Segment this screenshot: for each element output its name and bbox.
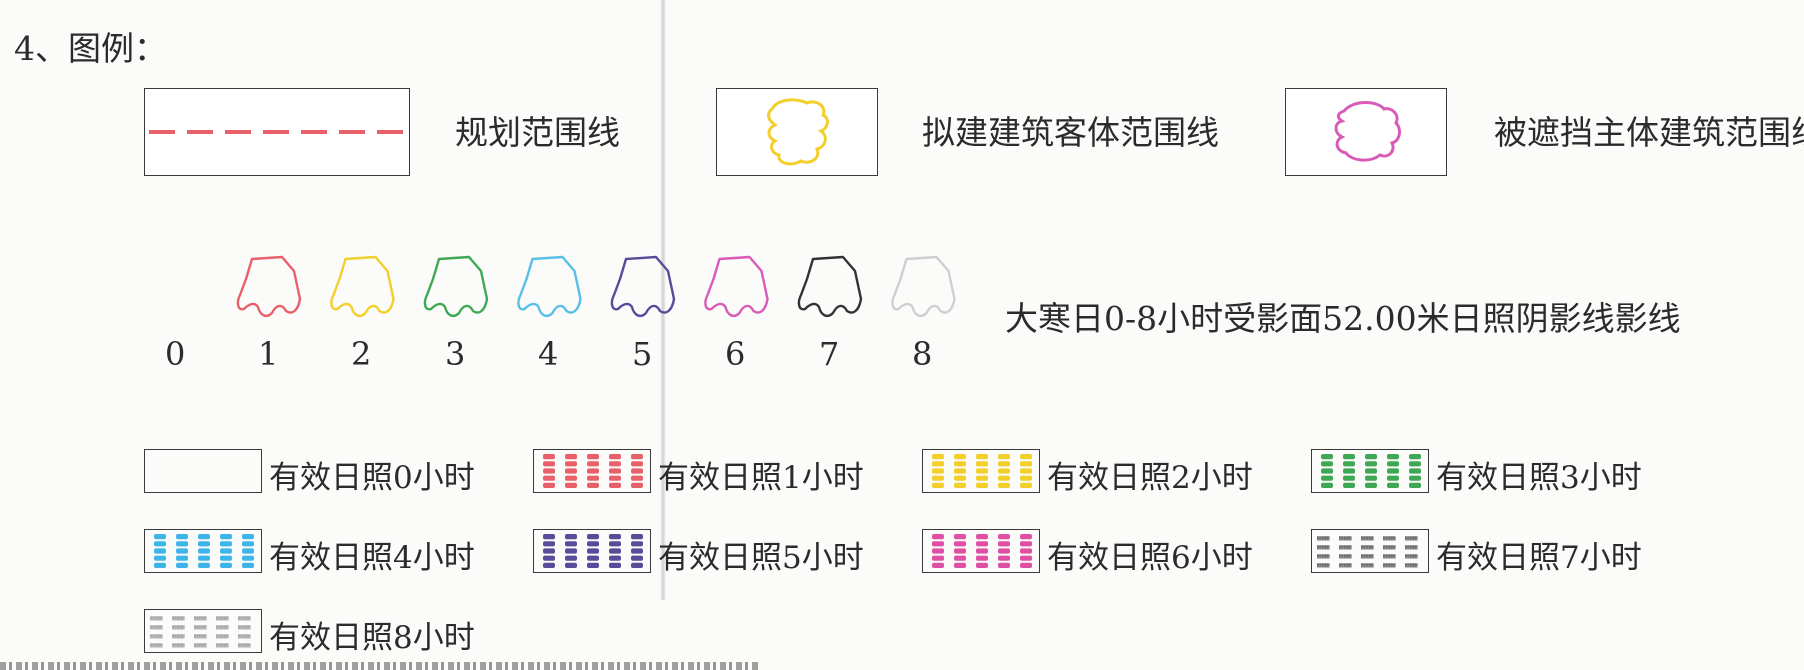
sunlight-label-8: 有效日照8小时 [269,620,475,656]
svg-text:▦▦▦: ▦▦▦ [1361,552,1374,560]
svg-text:▦▦▦: ▦▦▦ [216,623,229,631]
shadow-outline-hour-1-icon [236,255,302,318]
sunlight-pattern-8-icon: ▦▦▦▦▦▦▦▦▦▦▦▦▦▦▦▦▦▦▦▦▦▦▦▦▦▦▦▦▦▦▦▦▦▦▦▦▦▦▦▦… [150,614,251,649]
svg-text:▦▦▦: ▦▦▦ [1339,534,1352,542]
sunlight-label-1: 有效日照1小时 [658,460,864,496]
planning-boundary-label: 规划范围线 [455,113,620,152]
shadow-outline-hour-5-icon [610,255,676,318]
hour-number-2: 2 [351,335,372,373]
sunlight-label-7: 有效日照7小时 [1436,540,1642,576]
proposed-building-label: 拟建建筑客体范围线 [922,113,1219,152]
sunlight-label-6: 有效日照6小时 [1047,540,1253,576]
sunlight-pattern-1-icon [543,454,643,488]
svg-text:▦▦▦: ▦▦▦ [1361,534,1374,542]
svg-text:▦▦▦: ▦▦▦ [172,632,185,640]
sunlight-swatch-6 [922,529,1040,573]
hour-number-5: 5 [632,335,653,373]
sunlight-label-5: 有效日照5小时 [658,540,864,576]
svg-text:▦▦▦: ▦▦▦ [1405,534,1418,542]
scan-artifact [0,662,760,670]
svg-text:▦▦▦: ▦▦▦ [1361,543,1374,551]
hour-number-8: 8 [912,335,933,373]
hour-number-3: 3 [445,335,466,373]
sunlight-pattern-4-icon [154,534,254,568]
svg-text:▦▦▦: ▦▦▦ [194,632,207,640]
sunlight-swatch-4 [144,529,262,573]
svg-text:▦▦▦: ▦▦▦ [1383,552,1396,560]
sunlight-pattern-2-icon [932,454,1032,488]
page-fold-line [660,0,666,600]
svg-text:▦▦▦: ▦▦▦ [150,632,163,640]
hour-number-0: 0 [165,335,186,373]
svg-text:▦▦▦: ▦▦▦ [1339,552,1352,560]
hour-number-7: 7 [819,335,840,373]
svg-text:▦▦▦: ▦▦▦ [150,623,163,631]
svg-text:▦▦▦: ▦▦▦ [216,641,229,649]
shadow-outline-hour-7-icon [797,255,863,318]
sunlight-pattern-7-icon: ▦▦▦▦▦▦▦▦▦▦▦▦▦▦▦▦▦▦▦▦▦▦▦▦▦▦▦▦▦▦▦▦▦▦▦▦▦▦▦▦… [1317,534,1418,569]
sunlight-label-3: 有效日照3小时 [1436,460,1642,496]
svg-text:▦▦▦: ▦▦▦ [1339,543,1352,551]
shadow-legend-label: 大寒日0-8小时受影面52.00米日照阴影线影线 [1005,299,1681,338]
svg-text:▦▦▦: ▦▦▦ [172,641,185,649]
svg-text:▦▦▦: ▦▦▦ [1383,561,1396,569]
hour-number-4: 4 [538,335,559,373]
shaded-building-swatch [1285,88,1447,176]
svg-text:▦▦▦: ▦▦▦ [150,641,163,649]
sunlight-pattern-0-icon [145,450,261,492]
legend-heading: 4、图例： [14,29,167,68]
dashed-line-icon [149,130,407,134]
svg-text:▦▦▦: ▦▦▦ [194,614,207,622]
shadow-outline-hour-3-icon [423,255,489,318]
magenta-building-outline-icon [1334,101,1401,162]
yellow-building-outline-icon [767,98,829,166]
sunlight-pattern-6-icon [932,534,1032,568]
hour-number-6: 6 [725,335,746,373]
proposed-building-swatch [716,88,878,176]
svg-text:▦▦▦: ▦▦▦ [1317,534,1330,542]
sunlight-swatch-8: ▦▦▦▦▦▦▦▦▦▦▦▦▦▦▦▦▦▦▦▦▦▦▦▦▦▦▦▦▦▦▦▦▦▦▦▦▦▦▦▦… [144,609,262,653]
svg-text:▦▦▦: ▦▦▦ [216,632,229,640]
svg-text:▦▦▦: ▦▦▦ [172,614,185,622]
sunlight-swatch-5 [533,529,651,573]
shadow-outline-hour-4-icon [517,255,582,318]
svg-text:▦▦▦: ▦▦▦ [1405,552,1418,560]
svg-text:▦▦▦: ▦▦▦ [194,641,207,649]
svg-text:▦▦▦: ▦▦▦ [238,623,251,631]
svg-text:▦▦▦: ▦▦▦ [1405,561,1418,569]
svg-text:▦▦▦: ▦▦▦ [194,623,207,631]
sunlight-swatch-3 [1311,449,1429,493]
sunlight-pattern-5-icon [543,534,643,568]
svg-text:▦▦▦: ▦▦▦ [150,614,163,622]
shadow-outline-hour-2-icon [330,255,395,318]
sunlight-swatch-2 [922,449,1040,493]
sunlight-swatch-0 [144,449,262,493]
planning-boundary-swatch [144,88,410,176]
sunlight-swatch-1 [533,449,651,493]
shadow-outline-icons [236,255,956,318]
svg-text:▦▦▦: ▦▦▦ [238,614,251,622]
svg-text:▦▦▦: ▦▦▦ [1317,561,1330,569]
svg-text:▦▦▦: ▦▦▦ [1361,561,1374,569]
hour-number-1: 1 [258,335,279,373]
sunlight-swatch-7: ▦▦▦▦▦▦▦▦▦▦▦▦▦▦▦▦▦▦▦▦▦▦▦▦▦▦▦▦▦▦▦▦▦▦▦▦▦▦▦▦… [1311,529,1429,573]
svg-text:▦▦▦: ▦▦▦ [238,641,251,649]
svg-text:▦▦▦: ▦▦▦ [1383,543,1396,551]
svg-text:▦▦▦: ▦▦▦ [216,614,229,622]
svg-text:▦▦▦: ▦▦▦ [1405,543,1418,551]
svg-text:▦▦▦: ▦▦▦ [1317,552,1330,560]
svg-text:▦▦▦: ▦▦▦ [1339,561,1352,569]
svg-text:▦▦▦: ▦▦▦ [1317,543,1330,551]
svg-text:▦▦▦: ▦▦▦ [172,623,185,631]
shaded-building-label: 被遮挡主体建筑范围线 [1494,113,1804,152]
sunlight-pattern-3-icon [1321,454,1421,488]
shadow-outline-hour-6-icon [704,255,769,318]
svg-text:▦▦▦: ▦▦▦ [1383,534,1396,542]
sunlight-label-2: 有效日照2小时 [1047,460,1253,496]
shadow-outline-hour-8-icon [891,255,956,318]
sunlight-label-4: 有效日照4小时 [269,540,475,576]
sunlight-label-0: 有效日照0小时 [269,460,475,496]
svg-text:▦▦▦: ▦▦▦ [238,632,251,640]
